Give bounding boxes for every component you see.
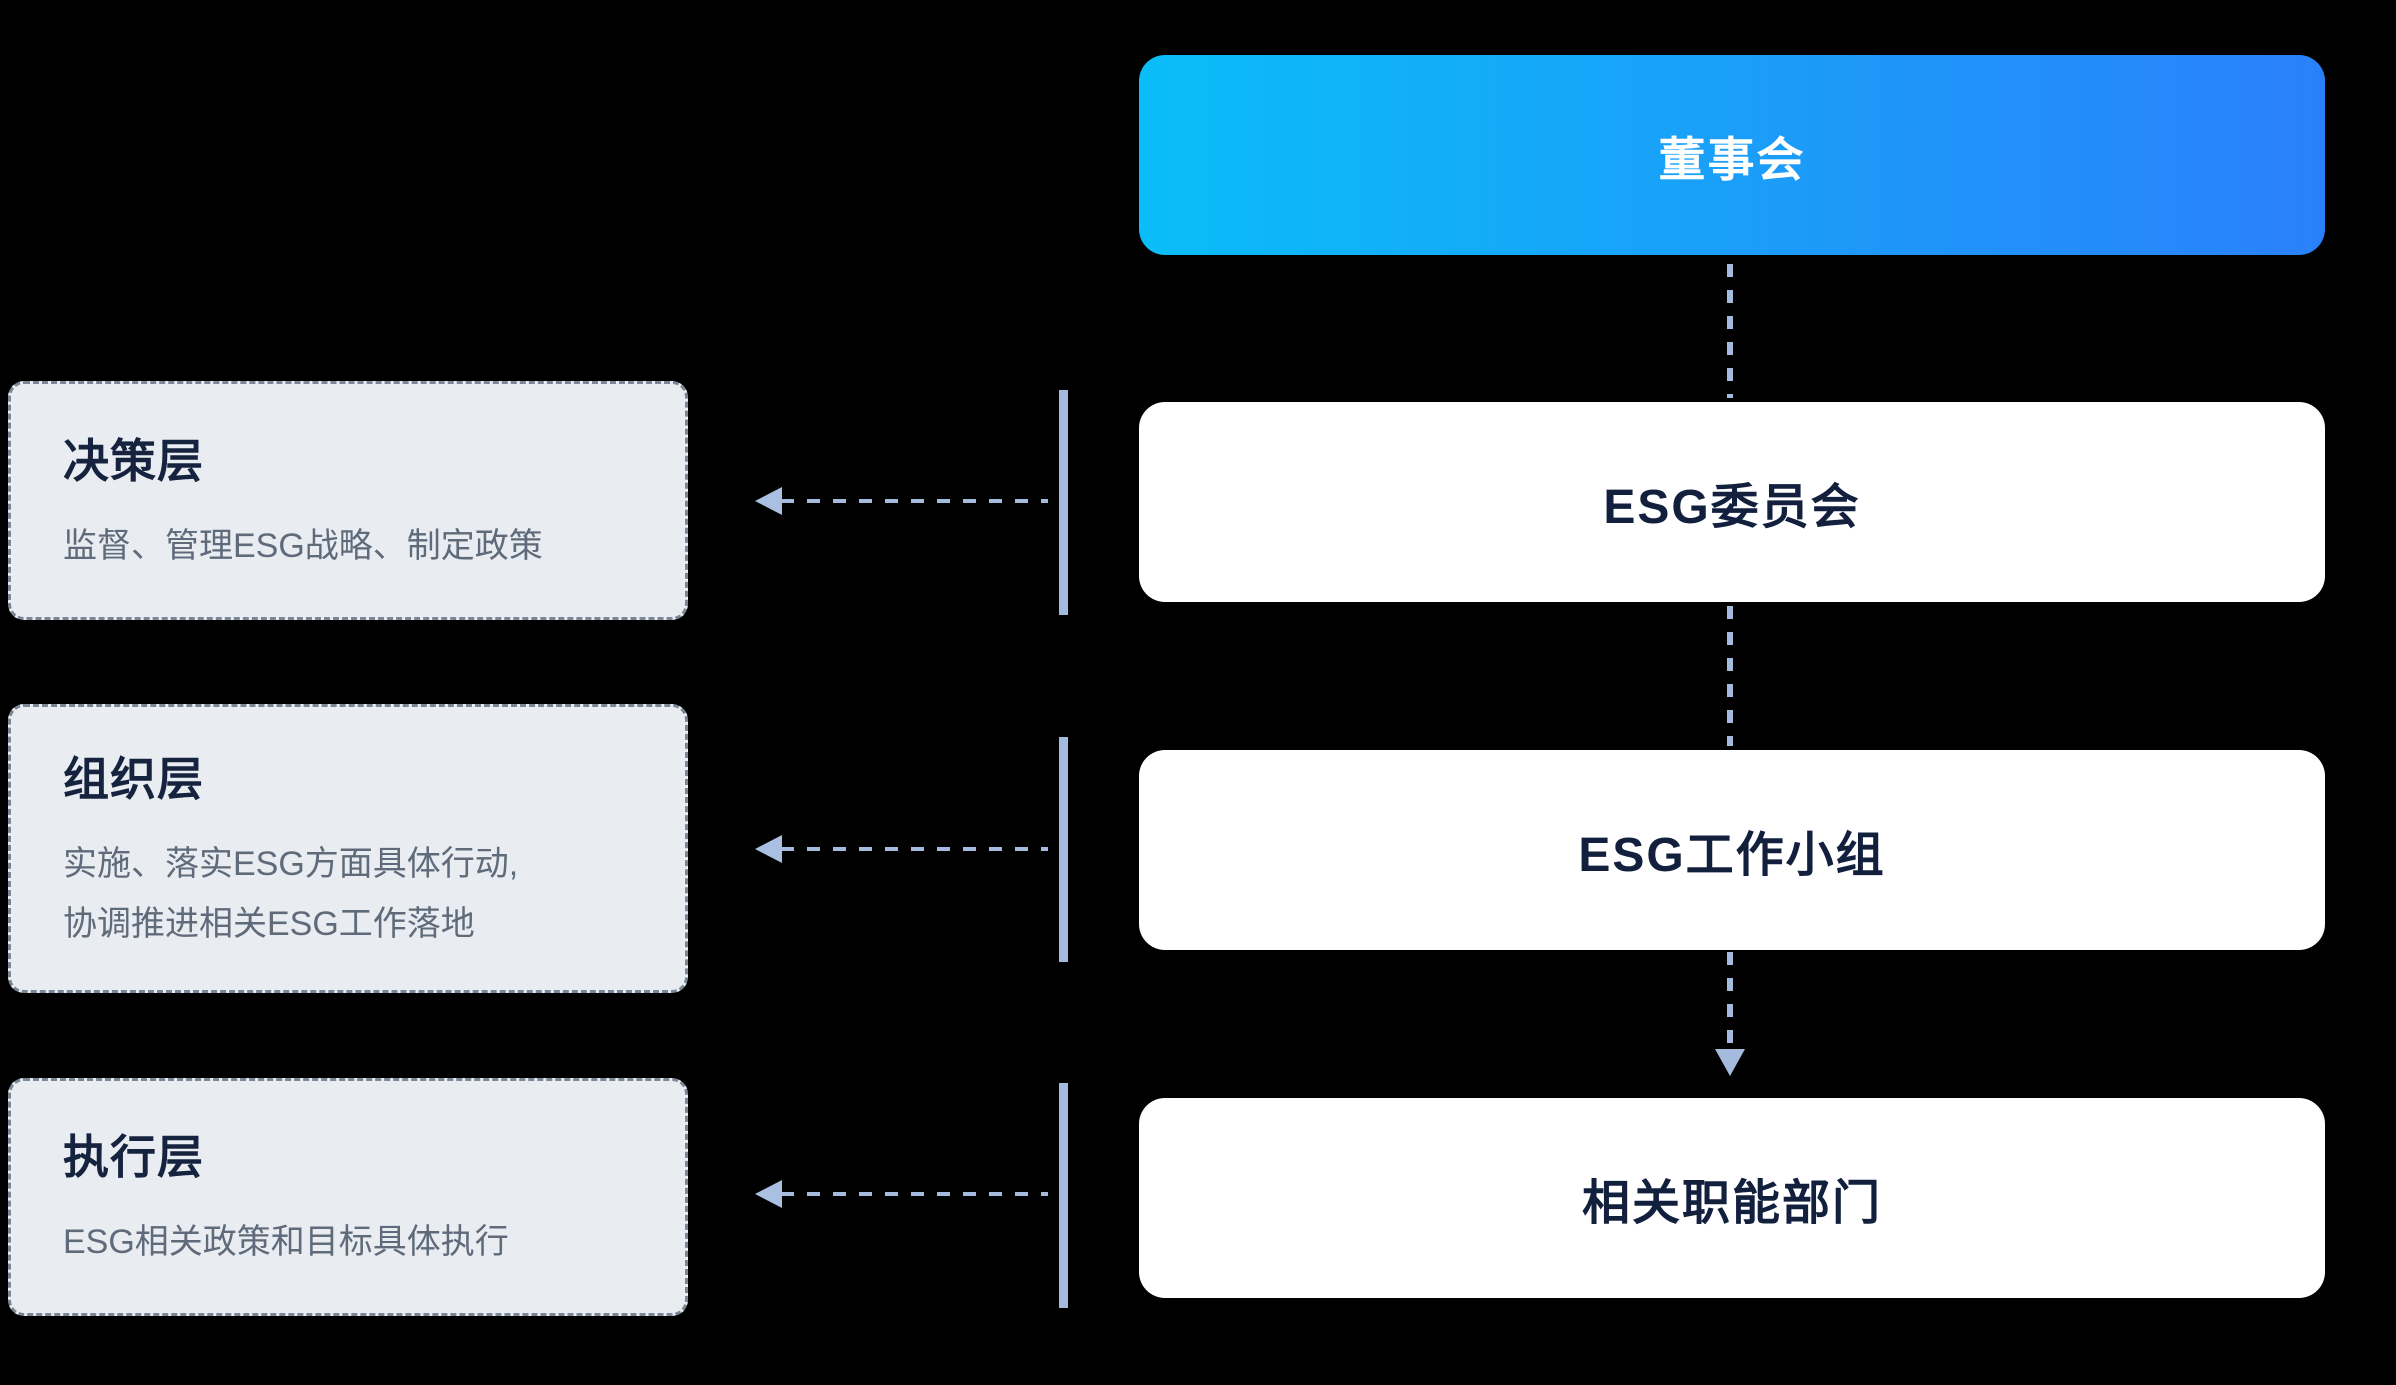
execution-layer-card: 执行层 ESG相关政策和目标具体执行 [8,1078,688,1316]
arrow-line-to-execution-layer [781,1192,1048,1196]
connector-board-to-committee [1727,264,1733,398]
board-box: 董事会 [1139,55,2325,255]
functional-departments-box: 相关职能部门 [1139,1098,2325,1298]
decision-layer-title: 决策层 [63,434,204,487]
execution-layer-title: 执行层 [63,1131,204,1184]
esg-committee-box: ESG委员会 [1139,402,2325,602]
organization-layer-title: 组织层 [63,753,204,805]
decision-layer-card: 决策层 监督、管理ESG战略、制定政策 [8,381,688,620]
execution-layer-desc: ESG相关政策和目标具体执行 [63,1223,509,1262]
left-arrowhead-execution-icon [755,1180,782,1208]
bracket-bar-decision [1059,390,1068,615]
organization-layer-desc: 实施、落实ESG方面具体行动, 协调推进相关ESG工作落地 [63,845,519,943]
connector-committee-to-workgroup [1727,606,1733,746]
bracket-bar-organization [1059,737,1068,962]
arrow-line-to-organization-layer [781,847,1048,851]
functional-departments-label: 相关职能部门 [1581,1177,1882,1230]
bracket-bar-execution [1059,1083,1068,1308]
esg-working-group-box: ESG工作小组 [1139,750,2325,950]
esg-working-group-label: ESG工作小组 [1578,829,1886,882]
connector-workgroup-to-departments [1727,952,1733,1050]
esg-committee-label: ESG委员会 [1603,481,1861,534]
left-arrowhead-organization-icon [755,835,782,863]
arrow-line-to-decision-layer [781,499,1048,503]
left-arrowhead-decision-icon [755,487,782,515]
board-label: 董事会 [1658,132,1806,186]
down-arrowhead-icon [1715,1049,1745,1076]
organization-layer-card: 组织层 实施、落实ESG方面具体行动, 协调推进相关ESG工作落地 [8,704,688,993]
decision-layer-desc: 监督、管理ESG战略、制定政策 [63,526,543,565]
